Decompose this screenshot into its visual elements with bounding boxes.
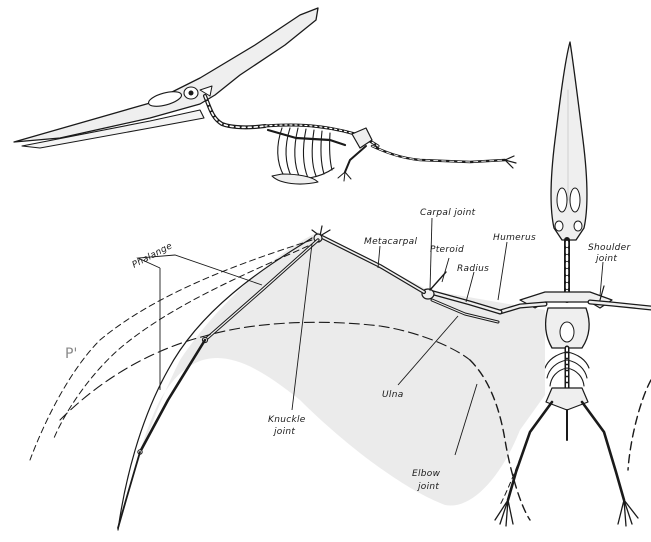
top-view-body [495, 42, 638, 526]
right-membrane-edge [628, 380, 651, 470]
top-skull [551, 42, 587, 240]
side-view-skeleton [14, 8, 516, 184]
wing-membrane [118, 232, 545, 528]
label-humerus: Humerus [493, 233, 536, 243]
side-tail [372, 146, 505, 162]
label-metacarpal: Metacarpal [364, 237, 417, 247]
label-p-prime: P' [65, 346, 77, 362]
label-pteroid: Pteroid [430, 245, 464, 255]
side-neck [205, 96, 265, 127]
label-elbow-joint-line2: joint [416, 482, 439, 492]
side-pelvis [352, 128, 372, 148]
label-knuckle-joint-line2: joint [272, 427, 295, 437]
top-pelvis [546, 388, 588, 410]
label-elbow-joint-line1: Elbow [412, 469, 441, 479]
pteroid-bone [430, 272, 446, 290]
label-ulna: Ulna [382, 390, 404, 400]
label-carpal-joint: Carpal joint [420, 208, 476, 218]
top-foot-right [618, 500, 638, 526]
top-foot-left [495, 500, 513, 526]
top-skull-fenestra-left [557, 188, 567, 212]
label-radius: Radius [457, 264, 489, 274]
wing-phalange-3 [118, 452, 140, 528]
label-shoulder-joint-line2: joint [594, 254, 617, 264]
top-hind-leg-right [582, 402, 624, 500]
label-shoulder-joint-line1: Shoulder [588, 243, 631, 253]
side-hind-leg [345, 146, 366, 172]
wing-phalange-2 [140, 340, 205, 452]
label-knuckle-joint-line1: Knuckle [268, 415, 306, 425]
side-foot [272, 174, 318, 184]
top-skull-fenestra-right [570, 188, 580, 212]
